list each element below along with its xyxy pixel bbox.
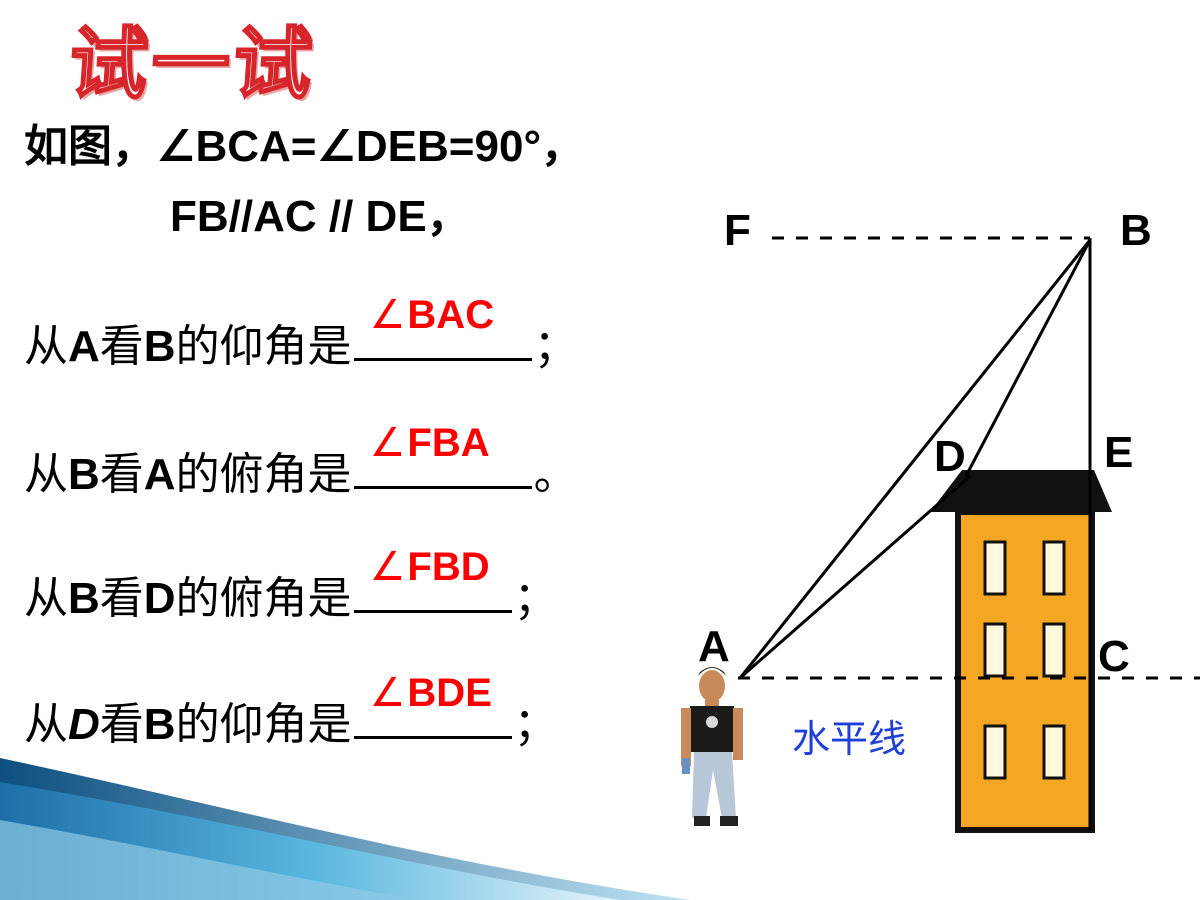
answer-blank-4[interactable]: ∠BDE — [353, 670, 512, 739]
question-1: 从A看B的仰角是∠BAC； — [24, 292, 578, 372]
question-4: 从D看B的仰角是∠BDE； — [24, 670, 558, 750]
building — [955, 509, 1095, 833]
answer-2: ∠FBA — [369, 420, 490, 466]
answer-1: ∠BAC — [369, 292, 495, 338]
line-ab — [738, 239, 1092, 679]
answer-blank-2[interactable]: ∠FBA — [353, 420, 532, 489]
point-label-d: D — [934, 432, 966, 481]
answer-blank-1[interactable]: ∠BAC — [353, 292, 532, 361]
question-3: 从B看D的俯角是∠FBD； — [24, 544, 558, 624]
point-label-e: E — [1104, 428, 1134, 477]
question-2: 从B看A的俯角是∠FBA。 — [24, 420, 578, 500]
statement-line-1: 如图，∠BCA=∠DEB=90°， — [24, 122, 586, 171]
answer-4: ∠BDE — [369, 670, 492, 716]
person-figure — [681, 667, 743, 826]
horizontal-line-label: 水平线 — [792, 717, 907, 761]
slide-title: 试一试 — [65, 18, 320, 112]
point-label-c: C — [1098, 632, 1130, 681]
point-label-a: A — [698, 622, 730, 671]
swoosh-highlight — [0, 820, 420, 900]
line-ad — [739, 474, 971, 680]
answer-3: ∠FBD — [369, 544, 490, 590]
building-windows — [983, 540, 1066, 780]
point-label-f: F — [724, 206, 751, 255]
building-roof — [930, 470, 1112, 512]
point-label-b: B — [1120, 206, 1152, 255]
answer-blank-3[interactable]: ∠FBD — [353, 544, 512, 613]
statement-line-2: FB//AC // DE， — [170, 192, 471, 241]
line-db — [964, 239, 1092, 477]
